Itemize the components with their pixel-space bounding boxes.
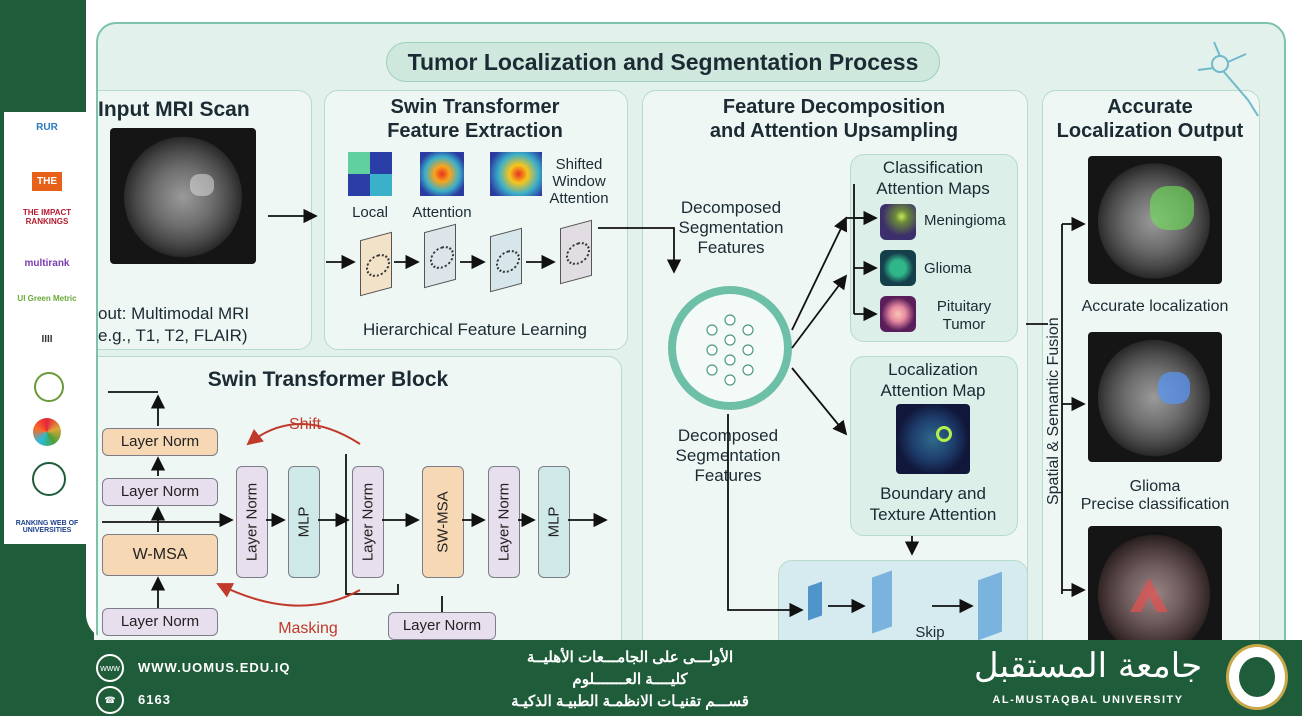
glioma-label: Glioma (924, 260, 972, 277)
multirank-logo: multirank (24, 258, 70, 269)
shifted-window-attention-map (490, 152, 542, 196)
shifted-label-line2: Window (552, 173, 606, 190)
output-label-2-line1: Glioma (1129, 478, 1181, 495)
ranking-logos-strip: RUR THE THE IMPACT RANKINGS multirank UI… (4, 112, 90, 544)
output-title-line1: Accurate (1107, 96, 1193, 118)
hierarchical-caption: Hierarchical Feature Learning (363, 320, 587, 339)
layer-norm-vertical-3: Layer Norm (488, 466, 520, 578)
input-caption-line2: e.g., T1, T2, FLAIR) (98, 326, 248, 345)
pituitary-label-line1: Pituitary (936, 298, 992, 315)
footer-phone: 6163 (138, 692, 171, 707)
loc-caption-line1: Boundary and (880, 484, 986, 503)
output-label-1: Accurate localization (1081, 298, 1229, 315)
input-section-title: Input MRI Scan (98, 98, 250, 121)
ranking-web-logo: RANKING WEB OF UNIVERSITIES (15, 520, 79, 534)
output-mri-1 (1088, 156, 1222, 284)
shifted-label-line3: Attention (549, 190, 609, 207)
output-mri-3 (1088, 526, 1222, 640)
ui-greenmetric-logo: UI Green Metric (17, 294, 77, 303)
output-title-line2: Localization Output (1056, 120, 1244, 142)
neuron-icon (1197, 41, 1259, 117)
layer-norm-box-1: Layer Norm (102, 428, 218, 456)
footer-arabic-line2: كليــــة العـــــــلوم (572, 671, 688, 688)
content-panel: Tumor Localization and Segmentation Proc… (86, 0, 1302, 640)
layer-norm-vertical-1: Layer Norm (236, 466, 268, 578)
classification-maps-box (850, 154, 1018, 342)
university-arabic-name: جامعة المستقبل (973, 646, 1203, 686)
shifted-label-line1: Shifted (555, 156, 603, 173)
feat-top-line3: Features (697, 238, 765, 257)
loc-caption-line2: Texture Attention (869, 505, 997, 524)
sdg-logo (33, 418, 61, 446)
swin-section-title-line1: Swin Transformer (390, 96, 560, 118)
decomp-title-line1: Feature Decomposition (722, 96, 946, 118)
rur-logo: RUR (36, 122, 58, 133)
university-english-name: AL-MUSTAQBAL UNIVERSITY (992, 694, 1184, 706)
the-logo: THE (32, 172, 62, 191)
globe-icon: www (96, 654, 124, 682)
input-caption-line1: out: Multimodal MRI (98, 304, 250, 323)
iiii-logo: IIII (41, 334, 53, 345)
meningioma-label: Meningioma (924, 212, 1006, 229)
loc-title-line1: Localization (888, 360, 978, 379)
diagram-card: Tumor Localization and Segmentation Proc… (96, 22, 1286, 640)
layer-norm-vertical-2: Layer Norm (352, 466, 384, 578)
arab-engineers-logo (32, 462, 66, 496)
feat-top-line1: Decomposed (680, 198, 782, 217)
mlp-vertical-1: MLP (288, 466, 320, 578)
footer-arabic-line1: الأولـــى على الجامـــعات الأهليــة (526, 649, 734, 666)
w-msa-box: W-MSA (102, 534, 218, 576)
skip-label: Skip (915, 624, 945, 640)
class-title-line2: Attention Maps (876, 179, 990, 198)
feat-top-line2: Segmentation (678, 218, 784, 237)
swin-block-title: Swin Transformer Block (207, 368, 449, 391)
pituitary-label-line2: Tumor (942, 316, 986, 333)
masking-label: Masking (278, 620, 338, 637)
layer-norm-box-4: Layer Norm (388, 612, 496, 640)
footer-arabic-line3: قســـم تقنيـات الانظمـة الطبيـة الذكيـة (511, 693, 749, 710)
output-mri-2 (1088, 332, 1222, 462)
footer-website[interactable]: WWW.UOMUS.EDU.IQ (138, 660, 291, 675)
attention-label: Attention (412, 204, 472, 221)
decomp-title-line2: and Attention Upsampling (709, 120, 959, 142)
footer-bar: www WWW.UOMUS.EDU.IQ ☎ 6163 الأولـــى عل… (0, 640, 1302, 716)
attention-map (420, 152, 464, 196)
local-label: Local (352, 204, 388, 221)
sw-msa-vertical: SW-MSA (422, 466, 464, 578)
swin-section-title-line2: Feature Extraction (387, 120, 563, 142)
phone-icon: ☎ (96, 686, 124, 714)
loc-title-line2: Attention Map (880, 381, 986, 400)
input-mri-image (110, 128, 256, 264)
class-title-line1: Classification (882, 158, 984, 177)
diagram-arrows (102, 41, 1259, 618)
neural-network-icon (668, 286, 792, 410)
glioma-thumb (880, 250, 916, 286)
meningioma-thumb (880, 204, 916, 240)
layer-norm-box-3: Layer Norm (102, 608, 218, 636)
output-label-2-line2: Precise classification (1080, 496, 1230, 513)
localization-heatmap (896, 404, 970, 474)
layer-norm-box-2: Layer Norm (102, 478, 218, 506)
wreath-logo (34, 372, 64, 402)
swin-feature-section (324, 90, 628, 350)
pituitary-thumb (880, 296, 916, 332)
university-seal-logo (1226, 644, 1288, 710)
diagram-title: Tumor Localization and Segmentation Proc… (386, 42, 940, 82)
mlp-vertical-2: MLP (538, 466, 570, 578)
the-impact-logo: THE IMPACT RANKINGS (22, 208, 72, 226)
local-attention-map (348, 152, 392, 196)
